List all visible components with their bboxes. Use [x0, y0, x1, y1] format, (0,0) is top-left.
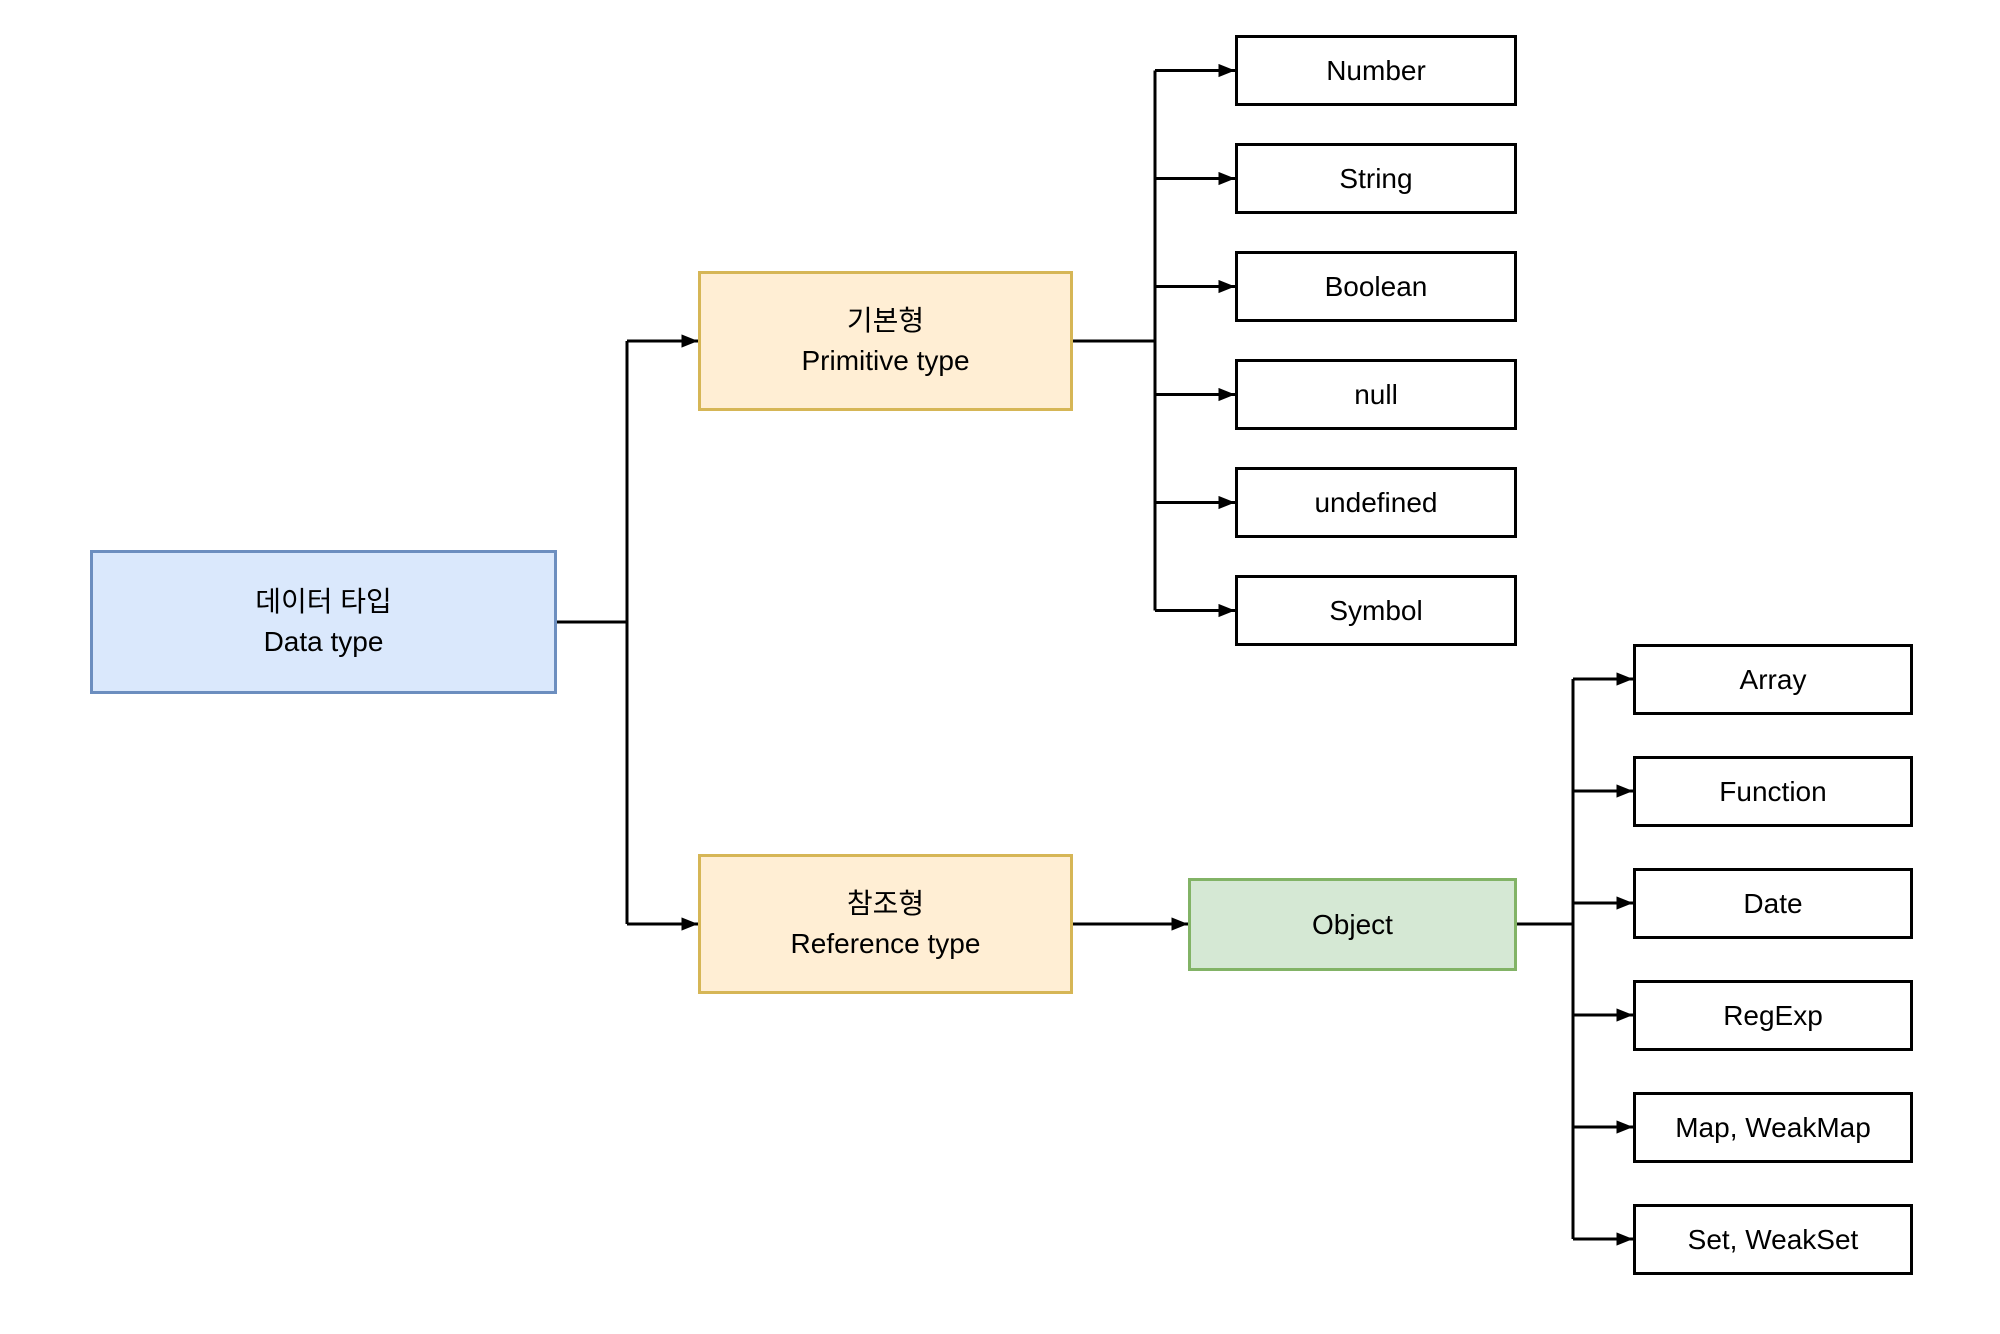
- node-function: Function: [1633, 756, 1913, 827]
- node-primitive-type-label-en: Primitive type: [801, 345, 970, 376]
- node-function-label: Function: [1719, 775, 1827, 807]
- node-number-label: Number: [1326, 54, 1426, 86]
- node-boolean: Boolean: [1235, 251, 1517, 322]
- node-date-label: Date: [1743, 887, 1803, 919]
- node-string-label: String: [1339, 162, 1413, 194]
- node-reference-type-label-en: Reference type: [790, 928, 981, 959]
- node-date: Date: [1633, 868, 1913, 939]
- node-data-type: 데이터 타입 Data type: [90, 550, 557, 694]
- node-object-label: Object: [1312, 908, 1393, 940]
- node-regexp: RegExp: [1633, 980, 1913, 1051]
- node-null-label: null: [1354, 378, 1398, 410]
- node-reference-type-label-ko: 참조형: [846, 888, 925, 919]
- node-symbol: Symbol: [1235, 575, 1517, 646]
- node-set-weakset-label: Set, WeakSet: [1687, 1223, 1859, 1255]
- node-undefined-label: undefined: [1314, 486, 1438, 518]
- node-null: null: [1235, 359, 1517, 430]
- node-undefined: undefined: [1235, 467, 1517, 538]
- node-map-weakmap: Map, WeakMap: [1633, 1092, 1913, 1163]
- node-primitive-type: 기본형 Primitive type: [698, 271, 1073, 411]
- node-map-weakmap-label: Map, WeakMap: [1675, 1111, 1871, 1143]
- node-set-weakset: Set, WeakSet: [1633, 1204, 1913, 1275]
- node-boolean-label: Boolean: [1324, 270, 1428, 302]
- node-reference-type: 참조형 Reference type: [698, 854, 1073, 994]
- node-data-type-label-en: Data type: [263, 626, 384, 657]
- node-symbol-label: Symbol: [1329, 594, 1423, 626]
- node-primitive-type-label-ko: 기본형: [846, 305, 925, 336]
- node-regexp-label: RegExp: [1723, 999, 1823, 1031]
- node-array: Array: [1633, 644, 1913, 715]
- node-object: Object: [1188, 878, 1517, 971]
- node-string: String: [1235, 143, 1517, 214]
- node-array-label: Array: [1739, 663, 1807, 695]
- node-number: Number: [1235, 35, 1517, 106]
- node-data-type-label-ko: 데이터 타입: [255, 586, 392, 617]
